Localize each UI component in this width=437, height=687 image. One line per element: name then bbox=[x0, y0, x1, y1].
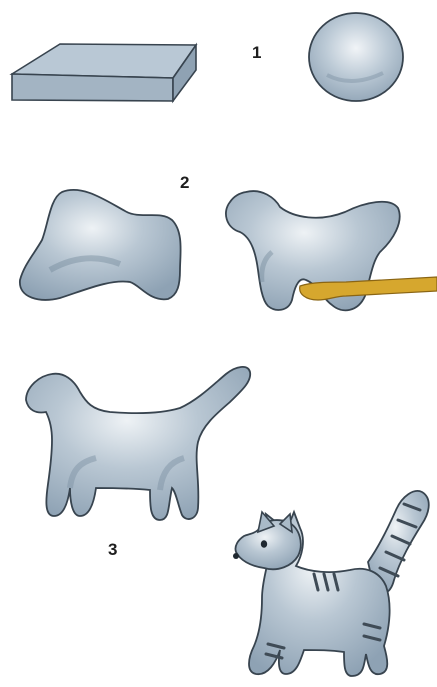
step-1-clay-ball bbox=[309, 13, 403, 101]
step-1-label: 1 bbox=[252, 44, 261, 61]
step-3-cat-form bbox=[26, 367, 250, 520]
cat-eye bbox=[261, 540, 267, 548]
step-3-label: 3 bbox=[108, 541, 117, 558]
step-2-label: 2 bbox=[180, 174, 189, 191]
cat-nose bbox=[233, 553, 239, 559]
step-1-clay-block bbox=[12, 44, 196, 101]
step-2-rough-shape bbox=[20, 190, 181, 300]
finished-cat bbox=[233, 491, 429, 676]
